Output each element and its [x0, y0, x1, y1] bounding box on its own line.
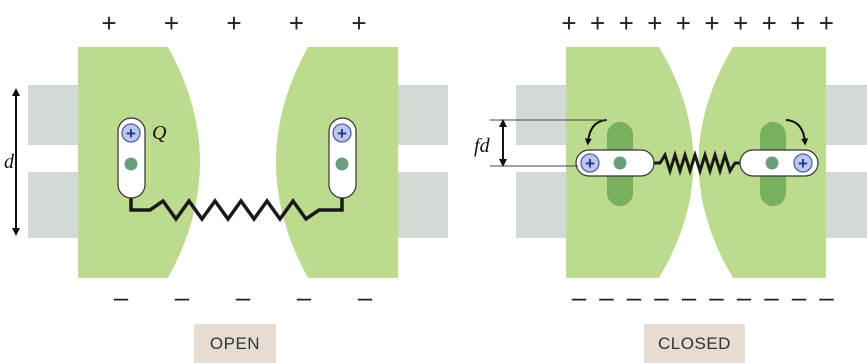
closed-left-electrode-top — [516, 85, 566, 145]
positive-charge-sign: + — [733, 8, 748, 38]
open-bottom-charges: ––––– — [114, 282, 373, 312]
negative-charge-sign: – — [682, 282, 697, 312]
negative-charge-sign: – — [358, 282, 373, 312]
positive-charge-sign: + — [762, 8, 777, 38]
closed-state-label: CLOSED — [644, 324, 745, 363]
right-electrode-top — [398, 85, 448, 145]
closed-right-electrode-bottom — [826, 172, 867, 238]
open-state-panel — [12, 47, 448, 278]
open-left-charge — [121, 123, 141, 143]
closed-right-charge — [793, 153, 813, 173]
positive-charge-sign: + — [619, 8, 634, 38]
positive-charge-sign: + — [561, 8, 576, 38]
ion-channel-gating-diagram: +++++ ––––– ++++++++++ –––––––––– + + + … — [4, 8, 867, 312]
negative-charge-sign: – — [654, 282, 669, 312]
negative-charge-sign: – — [737, 282, 752, 312]
negative-charge-sign: – — [764, 282, 779, 312]
open-right-charge — [332, 123, 352, 143]
closed-top-charges: + + + + + + + + + + — [561, 8, 834, 38]
positive-charge-sign: + — [676, 8, 691, 38]
positive-charge-sign: + — [351, 8, 366, 38]
positive-charge-sign: + — [704, 8, 719, 38]
distance-label-d: d — [4, 151, 15, 173]
negative-charge-sign: – — [572, 282, 587, 312]
left-electrode-bottom — [28, 172, 78, 238]
charge-label-q: Q — [152, 122, 167, 144]
closed-left-charge-symbol: + — [585, 154, 595, 173]
positive-charge-sign: + — [590, 8, 605, 38]
closed-right-rotate-arrow-icon — [785, 119, 809, 146]
negative-charge-sign: – — [114, 282, 129, 312]
open-state-label: OPEN — [194, 324, 276, 363]
closed-left-electrode-bottom — [516, 172, 566, 238]
open-spring-icon — [129, 196, 344, 222]
open-left-dot — [124, 157, 138, 171]
closed-left-dot — [613, 156, 627, 170]
positive-charge-sign: + — [790, 8, 805, 38]
closed-state-panel — [490, 47, 867, 278]
fd-label-prefix: f — [474, 135, 482, 157]
closed-bottom-charges: –––––––––– — [572, 282, 835, 312]
positive-charge-sign: + — [289, 8, 304, 38]
closed-right-dot — [765, 156, 779, 170]
closed-spring-icon — [648, 149, 748, 177]
open-right-dot — [335, 157, 349, 171]
open-right-charge-symbol: + — [337, 124, 347, 143]
negative-charge-sign: – — [792, 282, 807, 312]
right-electrode-bottom — [398, 172, 448, 238]
closed-right-charge-symbol: + — [798, 154, 808, 173]
negative-charge-sign: – — [627, 282, 642, 312]
fd-label: fd — [474, 135, 491, 157]
negative-charge-sign: – — [599, 282, 614, 312]
left-electrode-top — [28, 85, 78, 145]
fd-label-var: d — [480, 135, 491, 157]
positive-charge-sign: + — [819, 8, 834, 38]
positive-charge-sign: + — [101, 8, 116, 38]
negative-charge-sign: – — [175, 282, 190, 312]
negative-charge-sign: – — [819, 282, 834, 312]
negative-charge-sign: – — [297, 282, 312, 312]
open-left-charge-symbol: + — [126, 124, 136, 143]
positive-charge-sign: + — [226, 8, 241, 38]
positive-charge-sign: + — [647, 8, 662, 38]
negative-charge-sign: – — [236, 282, 251, 312]
negative-charge-sign: – — [709, 282, 724, 312]
open-top-charges: + + + + + — [101, 8, 366, 38]
closed-left-charge — [580, 153, 600, 173]
closed-right-electrode-top — [826, 85, 867, 145]
positive-charge-sign: + — [164, 8, 179, 38]
